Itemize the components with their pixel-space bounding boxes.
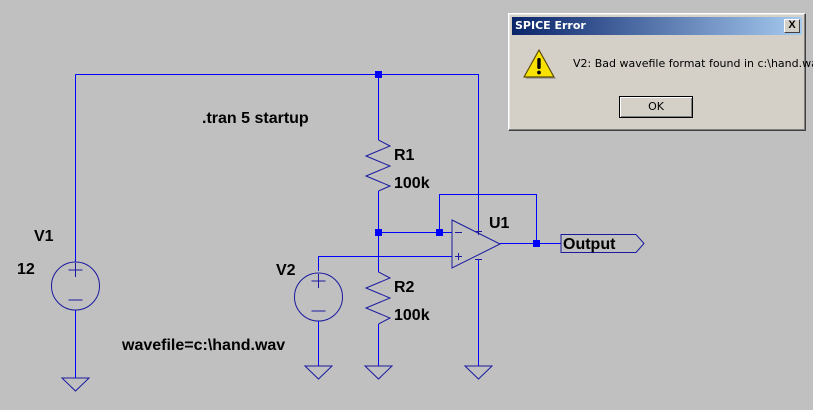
error-message: V2: Bad wavefile format found in c:\hand… xyxy=(573,57,813,70)
opamp-u1[interactable] xyxy=(451,219,502,269)
r1-value[interactable]: 100k xyxy=(394,175,430,192)
net-label-output-flag[interactable] xyxy=(560,234,645,253)
r2-name[interactable]: R2 xyxy=(394,279,415,296)
v1-name[interactable]: V1 xyxy=(34,228,54,245)
v1-source[interactable] xyxy=(51,261,100,311)
dialog-titlebar[interactable]: SPICE Error X xyxy=(512,17,802,35)
wire-top[interactable] xyxy=(75,74,479,229)
v2-value[interactable]: wavefile=c:\hand.wav xyxy=(121,337,285,354)
resistor-r2[interactable] xyxy=(364,271,392,325)
spice-error-dialog: SPICE Error X V2: Bad wavefile format fo… xyxy=(508,13,813,131)
ground-r2 xyxy=(363,365,394,380)
v2-source[interactable] xyxy=(294,272,343,322)
r2-value[interactable]: 100k xyxy=(394,307,430,324)
close-button[interactable]: X xyxy=(784,19,800,33)
junction-dot xyxy=(436,229,443,236)
r1-name[interactable]: R1 xyxy=(394,147,415,164)
junction-dot xyxy=(375,229,382,236)
ground-v2 xyxy=(303,365,334,380)
u1-name[interactable]: U1 xyxy=(489,215,510,232)
warning-icon xyxy=(523,49,556,79)
junction-dot xyxy=(375,71,382,78)
v1-value[interactable]: 12 xyxy=(17,261,35,278)
resistor-r1[interactable] xyxy=(364,139,392,192)
ground-v1 xyxy=(60,377,91,392)
v2-name[interactable]: V2 xyxy=(276,262,296,279)
ok-button[interactable]: OK xyxy=(619,96,693,118)
junction-dot xyxy=(533,240,540,247)
wire-v2-top[interactable] xyxy=(318,256,453,272)
net-label-output[interactable]: Output xyxy=(563,236,616,253)
wire-feedback[interactable] xyxy=(439,194,537,244)
spice-directive[interactable]: .tran 5 startup xyxy=(202,110,309,127)
dialog-title: SPICE Error xyxy=(515,19,586,32)
ground-opamp xyxy=(463,365,494,380)
